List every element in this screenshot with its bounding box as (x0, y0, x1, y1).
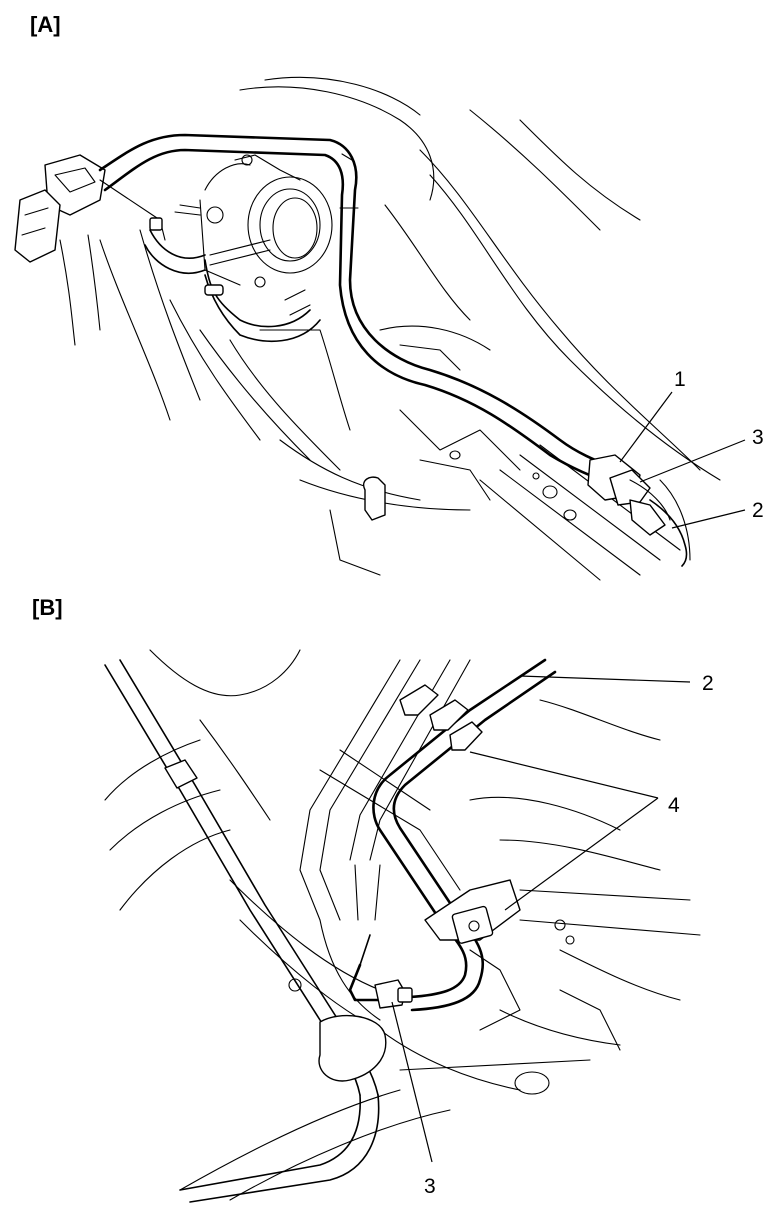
brake-cable (104, 659, 387, 1203)
panel-a: [A] (0, 0, 782, 590)
connector-left (14, 154, 166, 263)
hoses (144, 229, 321, 343)
callout-1: 1 (674, 368, 686, 391)
connector-3 (374, 979, 413, 1009)
bolt (363, 476, 386, 521)
pipe-2 (649, 499, 688, 567)
hose-1 (98, 133, 617, 485)
leader-4a (469, 751, 659, 799)
leader-3 (639, 439, 746, 483)
panel-b-title: [B] (32, 595, 63, 620)
callout-3: 3 (752, 426, 764, 449)
panel-a-illustration: 1 3 2 (14, 76, 764, 581)
throttle-body (174, 154, 333, 288)
callout-2: 2 (752, 499, 764, 522)
clips-4 (399, 684, 521, 944)
hose-2 (348, 658, 557, 1012)
leader-4b (504, 797, 659, 911)
leader-2 (519, 675, 691, 683)
vehicle-body-lines (104, 649, 701, 1201)
connector-3 (587, 454, 671, 536)
callout-2: 2 (702, 672, 714, 695)
leader-1 (619, 391, 673, 463)
panel-a-title: [A] (30, 12, 61, 37)
callout-4: 4 (668, 794, 680, 817)
panel-b: [B] (0, 590, 782, 1205)
panel-b-illustration: 2 4 3 (104, 649, 714, 1203)
callout-3: 3 (424, 1175, 436, 1198)
leader-3 (391, 1001, 433, 1163)
leader-2 (671, 509, 746, 529)
